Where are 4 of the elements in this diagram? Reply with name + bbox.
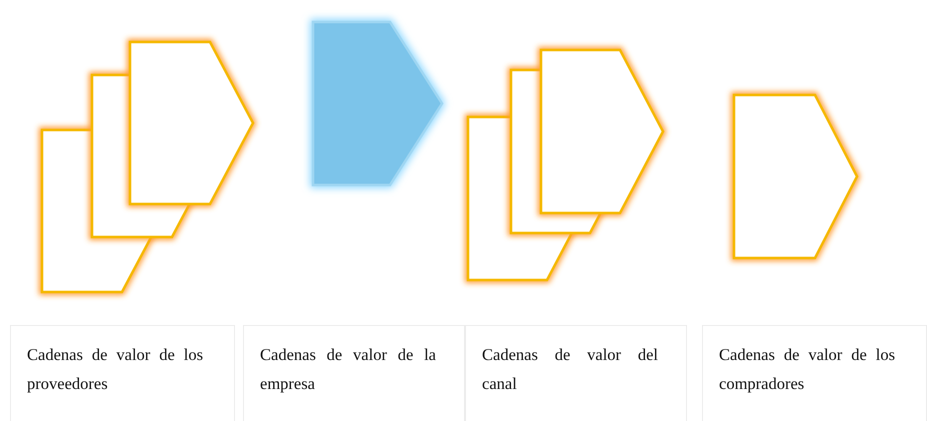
caption-text: Cadenas de valor de los proveedores — [27, 344, 203, 395]
caption-text: Cadenas de valor de la empresa — [260, 344, 436, 395]
caption-text: Cadenas de valor de los compradores — [719, 344, 895, 395]
caption-text: Cadenas de valor del canal — [482, 344, 658, 395]
